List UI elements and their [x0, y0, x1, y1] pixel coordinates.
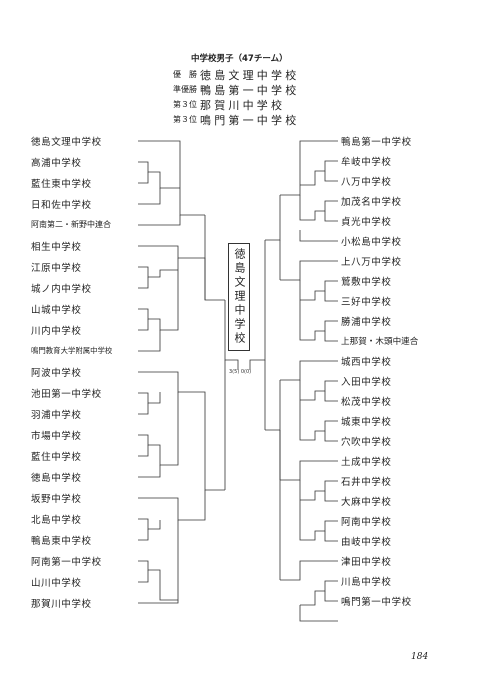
- team-entry: 日和佐中学校: [31, 200, 92, 211]
- team-entry: 阿南第二・新野中連合: [31, 220, 111, 229]
- team-entry: 徳島中学校: [31, 473, 82, 484]
- team-entry: 八万中学校: [341, 177, 392, 188]
- result-label: 優 勝: [173, 70, 197, 79]
- team-entry: 城東中学校: [341, 417, 392, 428]
- team-entry: 川内中学校: [31, 326, 82, 337]
- team-entry: 土成中学校: [341, 457, 392, 468]
- team-entry: 阿波中学校: [31, 368, 82, 379]
- page-number: 184: [411, 652, 429, 662]
- team-entry: 池田第一中学校: [31, 389, 102, 400]
- team-entry: 加茂名中学校: [341, 197, 402, 208]
- team-entry: 北島中学校: [31, 515, 82, 526]
- team-entry: 徳島文理中学校: [31, 137, 102, 148]
- result-row: 準優勝 鴨島第一中学校: [173, 82, 299, 97]
- team-entry: 阿南中学校: [341, 517, 392, 528]
- team-entry: 城ノ内中学校: [31, 284, 92, 295]
- team-entry: 相生中学校: [31, 242, 82, 253]
- result-team: 那賀川中学校: [200, 98, 286, 112]
- results-block: 優 勝 徳島文理中学校 準優勝 鴨島第一中学校 第３位 那賀川中学校 第３位 鳴…: [173, 67, 299, 127]
- result-label: 第３位: [173, 100, 197, 109]
- result-row: 第３位 那賀川中学校: [173, 97, 299, 112]
- team-entry: 小松島中学校: [341, 237, 402, 248]
- team-entry: 川島中学校: [341, 577, 392, 588]
- result-team: 徳島文理中学校: [200, 68, 300, 82]
- team-entry: 松茂中学校: [341, 397, 392, 408]
- team-entry: 市場中学校: [31, 431, 82, 442]
- team-entry: 鳴門第一中学校: [341, 597, 412, 608]
- team-entry: 鳴門教育大学附属中学校: [31, 346, 113, 355]
- final-score: 3(5) 0(0): [229, 369, 252, 375]
- page-title: 中学校男子（47チーム）: [191, 54, 288, 64]
- team-entry: 勝浦中学校: [341, 317, 392, 328]
- result-row: 第３位 鳴門第一中学校: [173, 112, 299, 127]
- team-entry: 藍住中学校: [31, 452, 82, 463]
- team-entry: 津田中学校: [341, 557, 392, 568]
- team-entry: 江原中学校: [31, 263, 82, 274]
- team-entry: 牟岐中学校: [341, 157, 392, 168]
- team-entry: 羽浦中学校: [31, 410, 82, 421]
- team-entry: 鷲敷中学校: [341, 277, 392, 288]
- team-entry: 城西中学校: [341, 357, 392, 368]
- team-entry: 高浦中学校: [31, 158, 82, 169]
- team-entry: 山城中学校: [31, 305, 82, 316]
- team-entry: 坂野中学校: [31, 494, 82, 505]
- team-entry: 鴨島東中学校: [31, 536, 92, 547]
- team-entry: 藍住東中学校: [31, 179, 92, 190]
- team-entry: 那賀川中学校: [31, 599, 92, 610]
- team-entry: 山川中学校: [31, 578, 82, 589]
- champion-box: 徳島文理中学校: [228, 243, 250, 351]
- team-entry: 鴨島第一中学校: [341, 137, 412, 148]
- result-label: 第３位: [173, 115, 197, 124]
- result-label: 準優勝: [173, 85, 197, 94]
- result-team: 鴨島第一中学校: [200, 83, 300, 97]
- team-entry: 貞光中学校: [341, 217, 392, 228]
- champion-name: 徳島文理中学校: [233, 248, 246, 346]
- team-entry: 穴吹中学校: [341, 437, 392, 448]
- team-entry: 阿南第一中学校: [31, 557, 102, 568]
- team-entry: 由岐中学校: [341, 537, 392, 548]
- result-team: 鳴門第一中学校: [200, 113, 300, 127]
- team-entry: 三好中学校: [341, 297, 392, 308]
- team-entry: 入田中学校: [341, 377, 392, 388]
- result-row: 優 勝 徳島文理中学校: [173, 67, 299, 82]
- team-entry: 上那賀・木頭中連合: [341, 337, 419, 347]
- team-entry: 上八万中学校: [341, 257, 402, 268]
- team-entry: 石井中学校: [341, 477, 392, 488]
- team-entry: 大麻中学校: [341, 497, 392, 508]
